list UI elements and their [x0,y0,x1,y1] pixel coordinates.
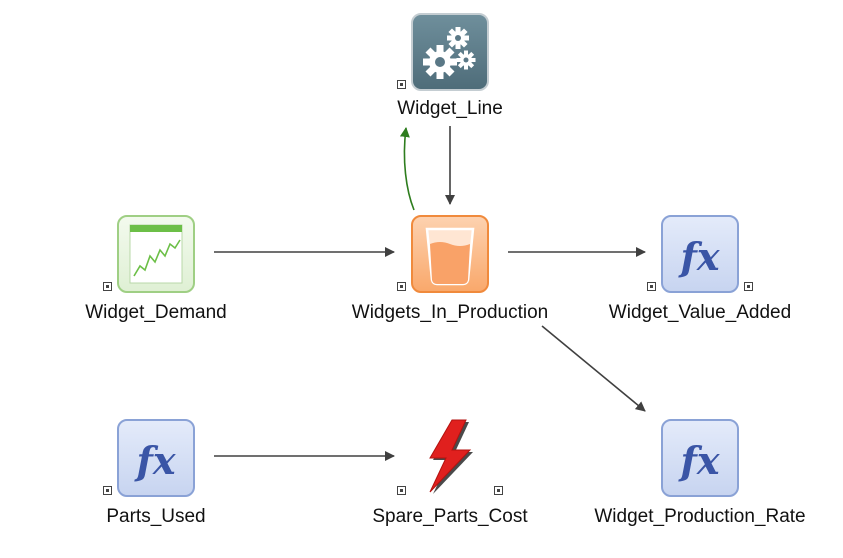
widgets-in-production-label: Widgets_In_Production [351,302,549,323]
gears-icon [423,27,476,79]
spare-parts-cost-label: Spare_Parts_Cost [372,506,528,527]
node-widgets-in-production[interactable] [411,215,489,293]
node-widget-line[interactable] [411,13,489,91]
fx-icon-frame [661,215,739,293]
node-widget-production-rate[interactable]: fx [661,419,739,497]
fx-icon-frame [661,419,739,497]
widget-production-rate-label: Widget_Production_Rate [594,506,806,527]
widget-demand-label: Widget_Demand [85,302,227,323]
widgets-in-production-status-box[interactable] [397,282,406,291]
line-chart-icon [129,224,183,284]
node-parts-used[interactable]: fx [117,419,195,497]
node-spare-parts-cost[interactable] [429,419,473,494]
widget-line-status-box[interactable] [397,80,406,89]
node-widget-value-added[interactable]: fx [661,215,739,293]
node-widget-demand[interactable] [117,215,195,293]
widget-demand-status-box[interactable] [103,282,112,291]
spare-parts-cost-status-box-left[interactable] [397,486,406,495]
parts-used-status-box[interactable] [103,486,112,495]
parts-used-label: Parts_Used [106,506,206,527]
fx-icon: fx [677,438,720,483]
widget-value-added-status-box-right[interactable] [744,282,753,291]
fx-icon: fx [677,234,720,279]
widget-line-label: Widget_Line [397,98,503,119]
link-production-to-widget-line[interactable] [399,127,415,211]
link-production-to-production-rate[interactable] [541,325,646,412]
fx-icon-frame [117,419,195,497]
beaker-icon [425,227,475,286]
widget-value-added-status-box-left[interactable] [647,282,656,291]
fx-icon: fx [133,438,176,483]
lightning-icon [429,419,473,494]
spare-parts-cost-status-box-right[interactable] [494,486,503,495]
widget-value-added-label: Widget_Value_Added [608,302,792,323]
